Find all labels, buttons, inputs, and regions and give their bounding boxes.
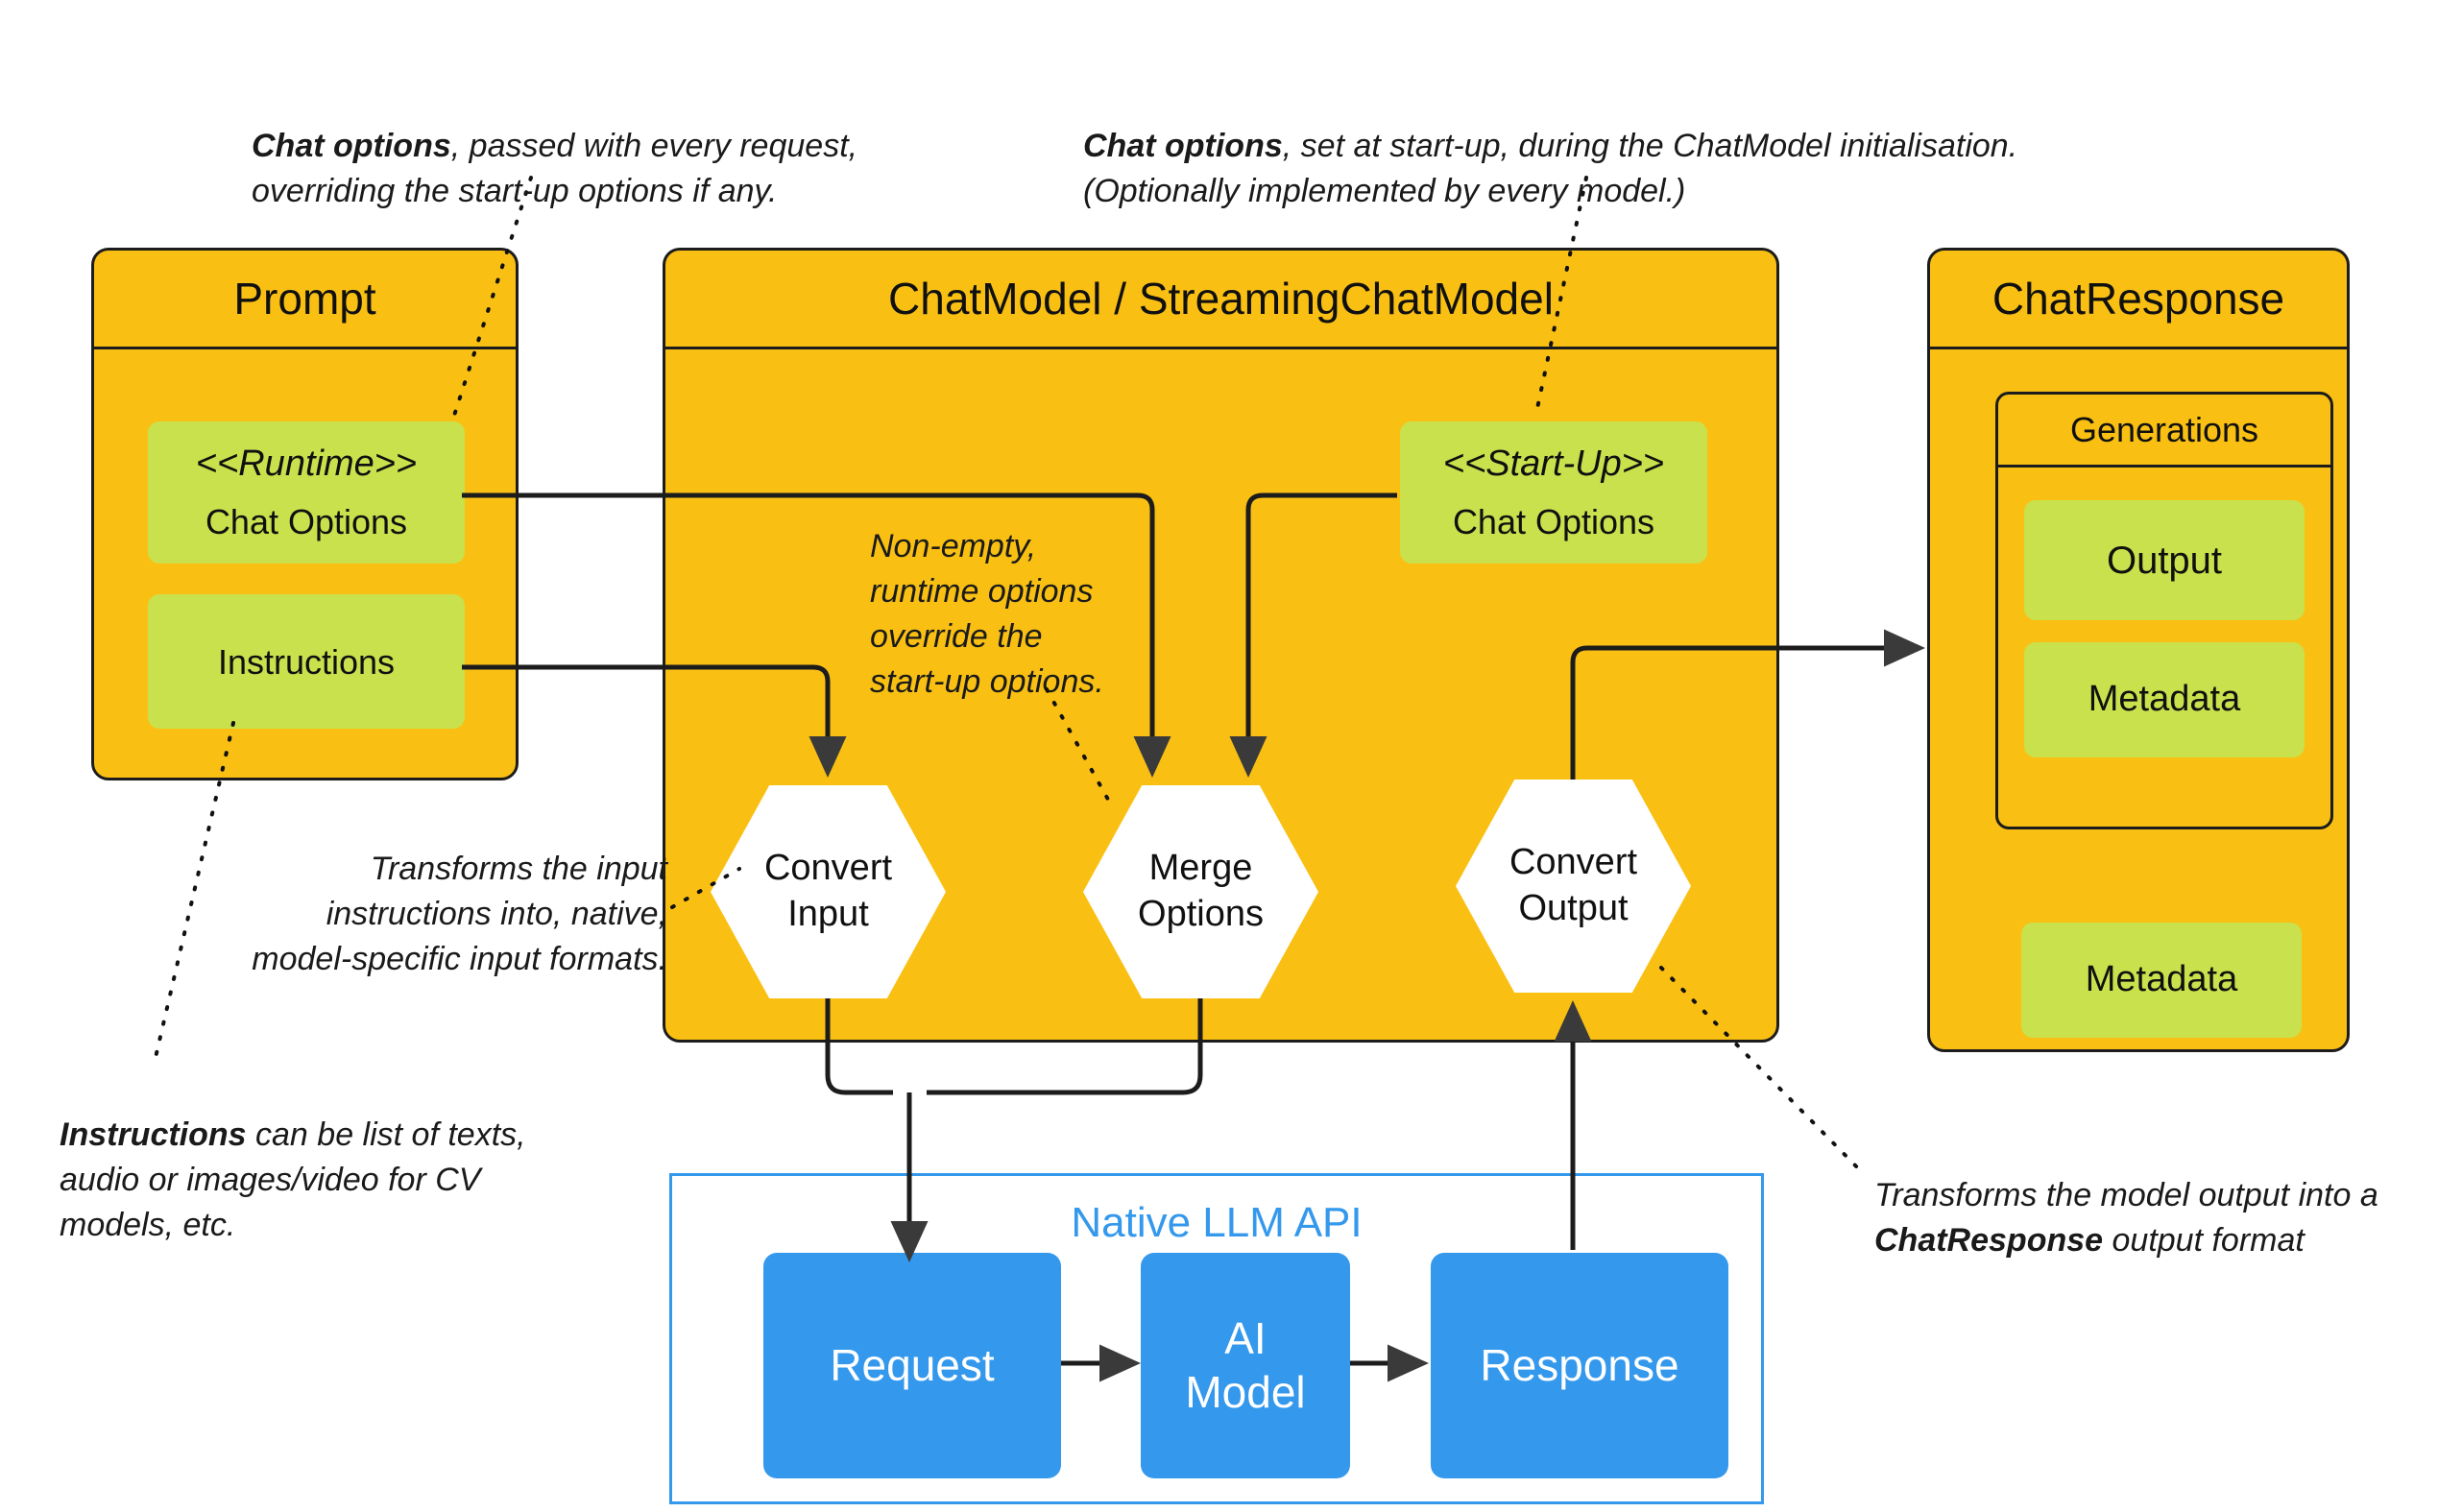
prompt-box-title: Prompt (94, 251, 516, 349)
convert-output-hexagon: Convert Output (1456, 780, 1691, 993)
merge-rule-note: Non-empty, runtime options override the … (870, 528, 1104, 700)
request-box: Request (763, 1253, 1061, 1478)
startup-chat-options-pill: <<Start-Up>> Chat Options (1400, 421, 1707, 564)
response-box: Response (1431, 1253, 1728, 1478)
request-label: Request (830, 1339, 995, 1390)
response-metadata-label: Metadata (2085, 959, 2238, 1000)
runtime-stereotype-label: <<Runtime>> (195, 443, 418, 484)
output-pill: Output (2024, 500, 2305, 620)
convert-input-label: Convert Input (763, 848, 893, 934)
generations-frame: Generations Output Metadata (1995, 392, 2333, 829)
generation-metadata-pill: Metadata (2024, 642, 2305, 757)
runtime-chat-options-pill: <<Runtime>> Chat Options (148, 421, 465, 564)
response-metadata-pill: Metadata (2021, 923, 2302, 1038)
convert-output-note-post: output format (2103, 1221, 2305, 1259)
convert-output-label: Convert Output (1509, 842, 1638, 928)
merge-options-label: Merge Options (1138, 848, 1264, 934)
response-label: Response (1480, 1339, 1679, 1390)
convert-output-note-bold: ChatResponse (1874, 1221, 2104, 1259)
startup-chat-options-label: Chat Options (1452, 502, 1655, 542)
output-label: Output (2106, 539, 2223, 582)
startup-stereotype-label: <<Start-Up>> (1442, 443, 1665, 484)
runtime-chat-options-label: Chat Options (205, 502, 408, 542)
generation-metadata-label: Metadata (2088, 679, 2241, 720)
startup-options-note-bold: Chat options (1083, 127, 1283, 164)
convert-output-note: Transforms the model output into a ChatR… (1874, 1128, 2383, 1263)
native-llm-api-title: Native LLM API (1071, 1199, 1363, 1246)
instructions-pill: Instructions (148, 594, 465, 729)
chatmodel-box-title: ChatModel / StreamingChatModel (665, 251, 1776, 349)
ai-model-box: AI Model (1141, 1253, 1350, 1478)
instructions-note-bold: Instructions (60, 1116, 247, 1153)
instructions-note: Instructions can be list of texts, audio… (60, 1068, 597, 1248)
chatresponse-box: ChatResponse Generations Output Metadata… (1927, 248, 2350, 1052)
native-llm-api-panel: Native LLM API Request AI Model Response (669, 1173, 1764, 1504)
generations-title: Generations (1998, 395, 2330, 468)
instructions-label: Instructions (217, 641, 396, 682)
convert-input-note: Transforms the input instructions into, … (252, 851, 667, 977)
chatresponse-box-title: ChatResponse (1930, 251, 2347, 349)
merge-options-hexagon: Merge Options (1083, 785, 1318, 998)
startup-options-note: Chat options, set at start-up, during th… (1083, 79, 2149, 214)
prompt-box: Prompt <<Runtime>> Chat Options Instruct… (91, 248, 519, 780)
instructions-note-rest: can be list of texts, audio or images/vi… (60, 1116, 526, 1243)
ai-model-label: AI Model (1185, 1313, 1306, 1417)
runtime-options-note-bold: Chat options (252, 127, 451, 164)
runtime-options-note: Chat options, passed with every request,… (252, 79, 943, 214)
convert-output-note-pre: Transforms the model output into a (1874, 1176, 2378, 1213)
